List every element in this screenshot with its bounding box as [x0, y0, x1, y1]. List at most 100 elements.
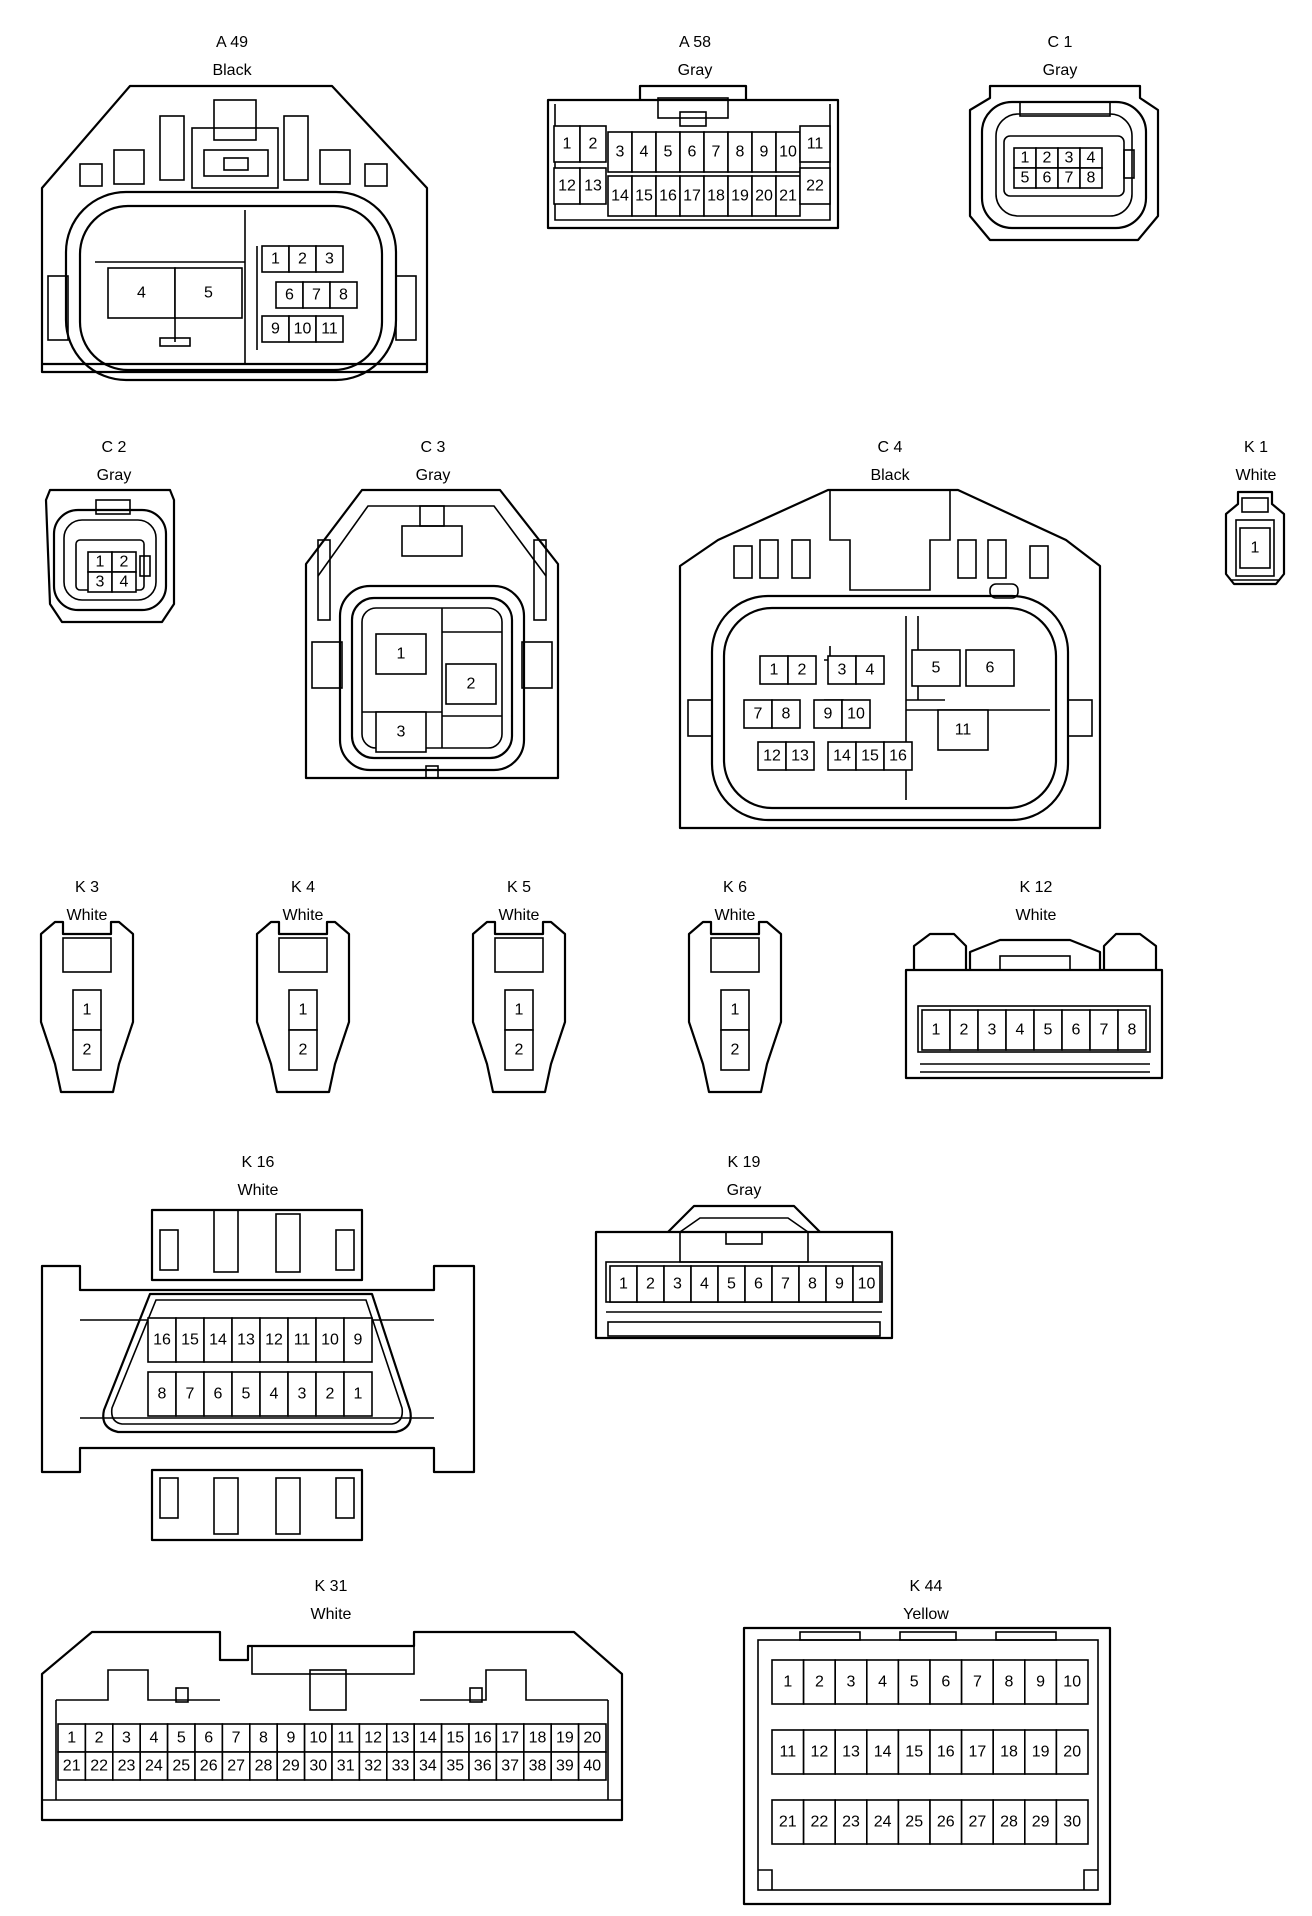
pin-label-a58-8: 8: [736, 144, 745, 161]
connector-c1: C 1 Gray: [968, 34, 1160, 242]
pin-label-k19-9: 9: [835, 1276, 844, 1293]
connector-k16: K 16 White: [40, 1154, 476, 1542]
pin-label-k12-6: 6: [1072, 1022, 1081, 1039]
pin-cell-k19-10: [852, 1265, 881, 1303]
connector-c4: C 4 Black: [678, 439, 1102, 830]
pin-cell-k16-4: [259, 1371, 289, 1417]
pin-label-a58-21: 21: [779, 188, 797, 205]
pin-cell-k12-5: [1033, 1009, 1063, 1051]
pin-label-a58-12: 12: [558, 178, 576, 195]
pin-cell-k44-10: [1055, 1659, 1089, 1705]
pin-cell-k16-9: [343, 1317, 373, 1363]
connector-c3: C 3 Gray: [304, 439, 560, 780]
connector-c3-code: C 3: [421, 439, 446, 456]
pin-cell-k31-30: [303, 1751, 333, 1781]
pin-label-a58-11: 11: [807, 136, 824, 153]
pin-label-k12-7: 7: [1100, 1022, 1109, 1039]
pin-label-k31-34: 34: [419, 1758, 437, 1775]
pin-cell-k6-2: [720, 1029, 750, 1071]
connector-c1-color: Gray: [1043, 62, 1078, 79]
pin-cell-k31-24: [139, 1751, 169, 1781]
pin-cell-a58-10: [775, 131, 801, 173]
pin-label-k31-36: 36: [474, 1758, 492, 1775]
pin-cell-c1-8: [1079, 167, 1103, 189]
pin-label-k31-15: 15: [446, 1730, 464, 1747]
pin-cell-k1-1: [1239, 527, 1271, 569]
pin-label-k31-23: 23: [118, 1758, 136, 1775]
pin-label-c3-2: 2: [467, 676, 476, 693]
connector-k6-code: K 6: [723, 879, 747, 896]
connector-k1-code: K 1: [1244, 439, 1268, 456]
pin-cell-k44-9: [1024, 1659, 1058, 1705]
pin-label-c1-7: 7: [1065, 170, 1074, 187]
pin-label-k31-6: 6: [204, 1730, 213, 1747]
pin-label-k12-8: 8: [1128, 1022, 1137, 1039]
pin-label-a49-7: 7: [312, 287, 321, 304]
pin-cell-k12-2: [949, 1009, 979, 1051]
pin-cell-a58-19: [727, 175, 753, 217]
pin-label-a58-19: 19: [731, 188, 749, 205]
pin-label-k31-10: 10: [309, 1730, 327, 1747]
pin-cell-k44-13: [834, 1729, 868, 1775]
pin-cell-k31-12: [358, 1723, 388, 1753]
pin-label-k44-14: 14: [874, 1744, 892, 1761]
pin-cell-k4-2: [288, 1029, 318, 1071]
pin-label-k31-7: 7: [232, 1730, 241, 1747]
pin-label-c4-10: 10: [847, 706, 865, 723]
pin-label-k5-1: 1: [515, 1002, 524, 1019]
pin-label-k16-3: 3: [298, 1386, 307, 1403]
pin-cell-c4-7: [743, 699, 773, 729]
pin-label-a49-8: 8: [339, 287, 348, 304]
pin-label-k31-21: 21: [63, 1758, 81, 1775]
pin-label-k16-8: 8: [158, 1386, 167, 1403]
connector-a49: A 49 Black: [40, 34, 429, 382]
pin-label-k44-21: 21: [779, 1814, 797, 1831]
pin-label-k3-2: 2: [83, 1042, 92, 1059]
pin-label-k31-17: 17: [501, 1730, 519, 1747]
pin-label-a49-10: 10: [294, 321, 312, 338]
pin-label-k16-12: 12: [265, 1332, 283, 1349]
pin-cell-k3-1: [72, 989, 102, 1031]
pin-label-k19-10: 10: [858, 1276, 876, 1293]
pin-label-k44-15: 15: [905, 1744, 923, 1761]
pin-cell-k31-21: [57, 1751, 87, 1781]
pin-cell-k31-34: [413, 1751, 443, 1781]
pin-label-k16-10: 10: [321, 1332, 339, 1349]
connector-k5-color: White: [499, 907, 540, 924]
connector-c2-code: C 2: [102, 439, 127, 456]
pin-cell-k44-24: [865, 1799, 900, 1845]
pin-cell-k31-35: [440, 1751, 470, 1781]
connector-a58-code: A 58: [679, 34, 711, 51]
pin-cell-k31-39: [550, 1751, 580, 1781]
pin-label-a58-13: 13: [584, 178, 602, 195]
connector-k16-code: K 16: [242, 1154, 275, 1171]
pin-cell-k44-6: [929, 1659, 963, 1705]
pin-cell-a58-3: [607, 131, 633, 173]
pin-cell-k16-1: [343, 1371, 373, 1417]
pin-cell-k4-1: [288, 989, 318, 1031]
pin-cell-k31-22: [84, 1751, 114, 1781]
pin-cell-a58-21: [775, 175, 801, 217]
pin-cell-k5-1: [504, 989, 534, 1031]
pin-label-c1-1: 1: [1021, 150, 1030, 167]
pin-label-c2-2: 2: [120, 554, 129, 571]
pin-label-k31-5: 5: [177, 1730, 186, 1747]
pin-label-a49-9: 9: [271, 321, 280, 338]
pin-label-k4-1: 1: [299, 1002, 308, 1019]
pin-label-k5-2: 2: [515, 1042, 524, 1059]
pin-cell-k16-13: [231, 1317, 261, 1363]
pin-cell-c4-8: [771, 699, 801, 729]
pin-cell-k44-25: [897, 1799, 931, 1845]
pin-cell-k31-8: [249, 1723, 279, 1753]
pin-label-k12-3: 3: [988, 1022, 997, 1039]
connector-k16-color: White: [238, 1182, 279, 1199]
pin-label-k19-4: 4: [700, 1276, 709, 1293]
pin-cell-a58-22: [799, 167, 831, 205]
pin-cell-a49-3: [315, 245, 344, 273]
pin-label-k19-3: 3: [673, 1276, 682, 1293]
pin-cell-a49-6: [275, 281, 304, 309]
pin-label-a49-3: 3: [325, 251, 334, 268]
pin-label-k31-18: 18: [529, 1730, 547, 1747]
pin-cell-k19-4: [690, 1265, 719, 1303]
